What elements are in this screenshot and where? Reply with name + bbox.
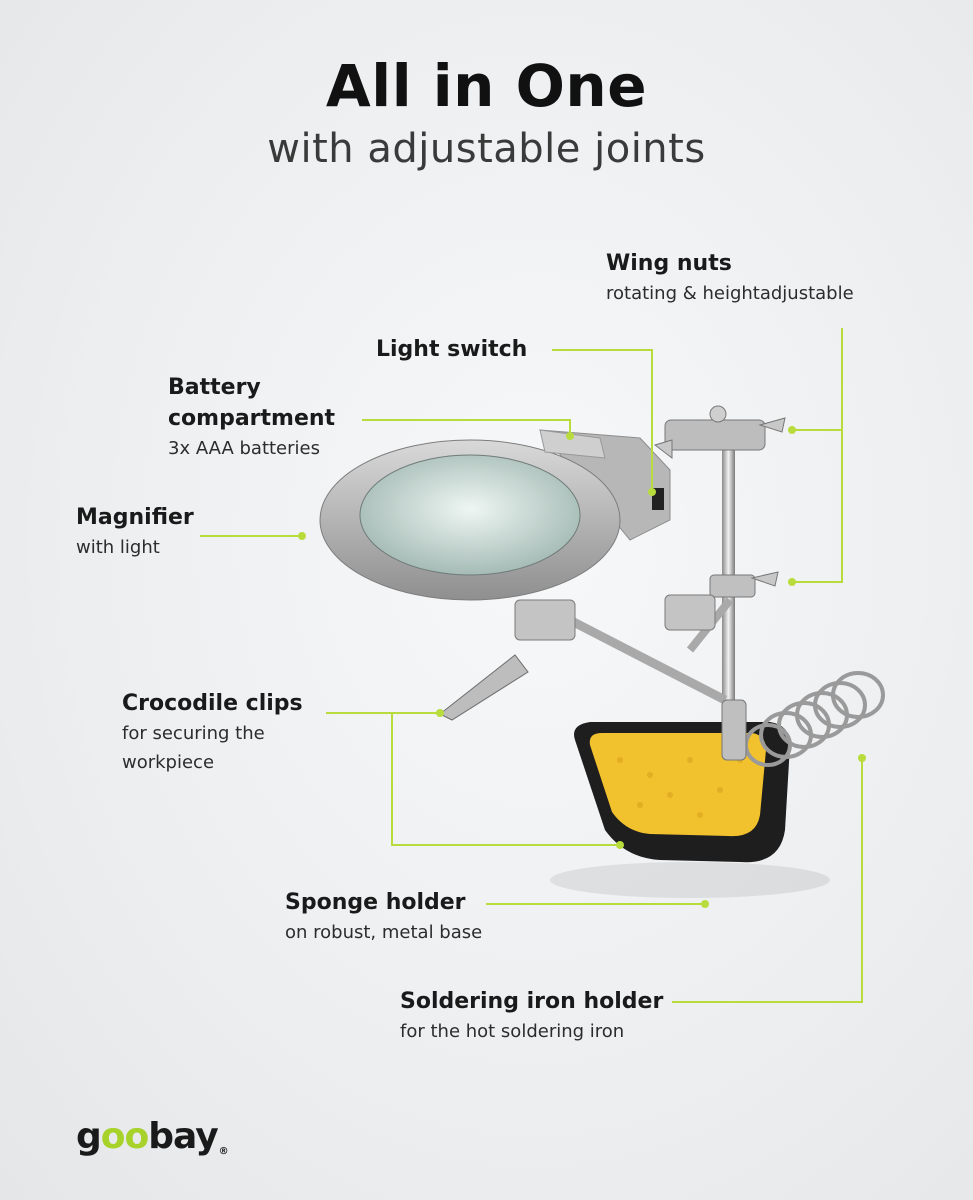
wing-nuts-heading: Wing nuts bbox=[606, 251, 732, 276]
battery-heading-line1: Battery bbox=[168, 375, 261, 400]
sponge-heading: Sponge holder bbox=[285, 890, 466, 915]
crocodile-heading: Crocodile clips bbox=[122, 691, 303, 716]
battery-heading-line2: compartment bbox=[168, 406, 336, 431]
crocodile-clip-left bbox=[439, 654, 529, 721]
sponge-holder bbox=[574, 722, 790, 863]
callout-battery: Battery compartment 3x AAA batteries bbox=[168, 372, 335, 463]
callout-magnifier: Magnifier with light bbox=[76, 502, 194, 562]
callout-dots bbox=[298, 426, 866, 908]
battery-cover bbox=[539, 429, 606, 459]
callout-light-switch: Light switch bbox=[376, 334, 527, 365]
logo-registered-mark: ® bbox=[218, 1146, 229, 1157]
soldering-iron-coil bbox=[744, 671, 885, 767]
mid-wing-nut bbox=[709, 571, 779, 598]
callout-lines bbox=[200, 328, 863, 1003]
iron-holder-heading: Soldering iron holder bbox=[400, 989, 664, 1014]
page-title: All in One bbox=[325, 52, 648, 120]
crocodile-sub-line2: workpiece bbox=[122, 752, 215, 773]
magnifier-sub: with light bbox=[76, 537, 160, 558]
coil-mount bbox=[721, 699, 747, 761]
callout-sponge: Sponge holder on robust, metal base bbox=[285, 887, 482, 947]
logo-oo: oo bbox=[100, 1116, 149, 1157]
callout-crocodile: Crocodile clips for securing the workpie… bbox=[122, 688, 303, 777]
wing-nuts-sub: rotating & heightadjustable bbox=[606, 283, 854, 304]
top-wing-nut bbox=[653, 405, 786, 460]
callout-wing-nuts: Wing nuts rotating & heightadjustable bbox=[606, 248, 854, 308]
magnifier bbox=[319, 429, 671, 601]
callout-iron-holder: Soldering iron holder for the hot solder… bbox=[400, 986, 663, 1046]
sponge-sub: on robust, metal base bbox=[285, 922, 483, 943]
magnifier-heading: Magnifier bbox=[76, 505, 194, 530]
logo-g: g bbox=[76, 1116, 102, 1157]
light-switch-heading: Light switch bbox=[376, 337, 528, 362]
sponge bbox=[589, 733, 766, 837]
logo-bay: bay bbox=[148, 1116, 218, 1157]
base-shadow bbox=[550, 862, 830, 898]
crocodile-sub-line1: for securing the bbox=[122, 723, 265, 744]
page-subtitle: with adjustable joints bbox=[267, 126, 706, 172]
iron-holder-sub: for the hot soldering iron bbox=[400, 1021, 625, 1042]
battery-sub: 3x AAA batteries bbox=[168, 438, 320, 459]
